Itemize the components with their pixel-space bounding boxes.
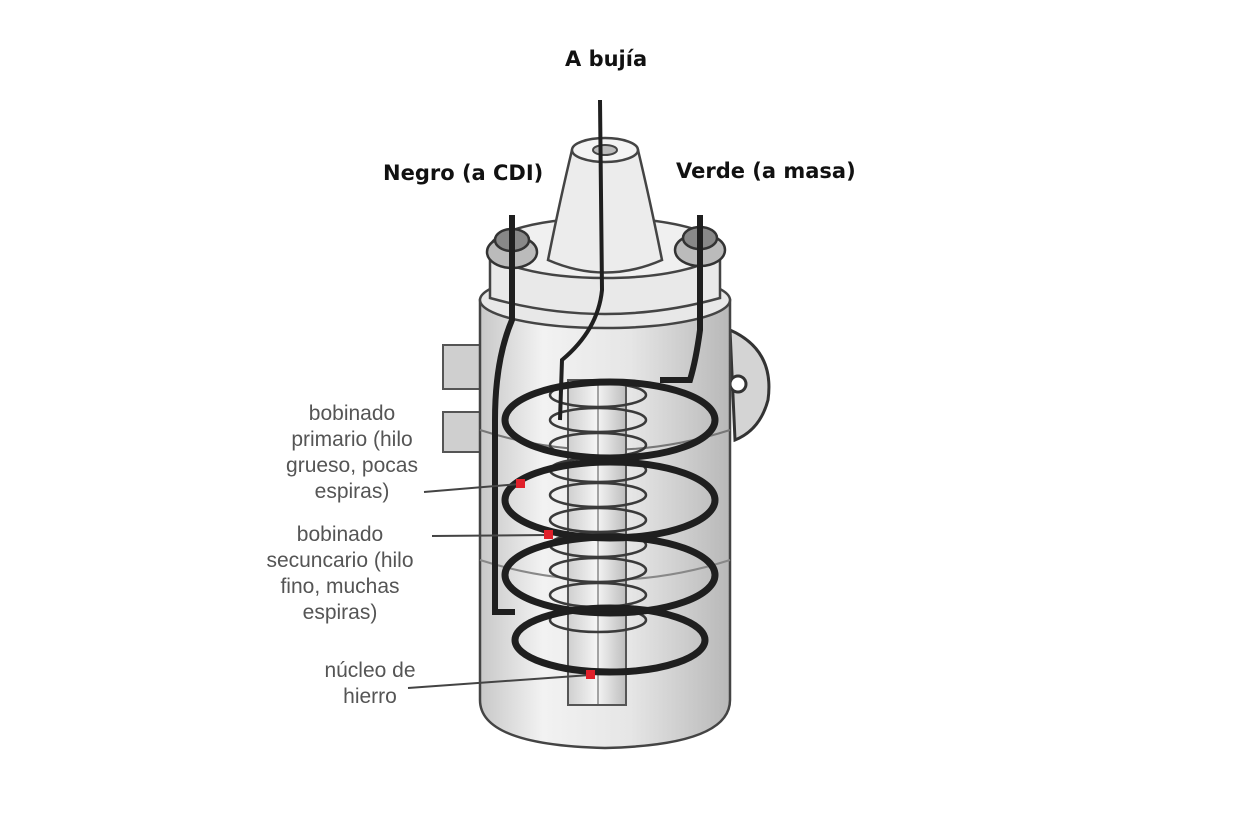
label-secondary-line-4: espiras): [302, 601, 378, 624]
marker-secondary: [544, 530, 553, 539]
leader-core: [407, 674, 591, 689]
label-secondary-line-3: fino, muchas: [280, 575, 400, 598]
label-spark-plug: A bujía: [565, 47, 648, 71]
markers: [516, 479, 595, 679]
mounting-bracket-left: [442, 344, 482, 453]
wire-black-to-cdi: [492, 215, 515, 615]
label-green-wire: Verde (a masa): [676, 159, 856, 183]
label-secondary-line-1: bobinado: [296, 523, 384, 546]
wire-green-to-ground: [660, 215, 703, 383]
label-secondary-line-2: secuncario (hilo: [266, 549, 414, 572]
high-voltage-tower: [546, 136, 664, 274]
label-primary-line-1: bobinado: [308, 402, 396, 425]
leader-lines: [407, 483, 591, 689]
label-core-line-1: núcleo de: [324, 659, 416, 682]
label-core-line-2: hierro: [343, 685, 397, 708]
label-primary-line-2: primario (hilo: [291, 428, 413, 451]
label-black-wire: Negro (a CDI): [383, 161, 544, 185]
primary-winding: [501, 378, 719, 676]
label-primary-line-3: grueso, pocas: [286, 454, 418, 477]
marker-primary: [516, 479, 525, 488]
leader-secondary: [431, 534, 549, 537]
label-secondary-winding: bobinado secuncario (hilo fino, muchas e…: [250, 522, 430, 626]
label-primary-line-4: espiras): [314, 480, 390, 503]
leader-primary: [423, 483, 521, 493]
wire-to-spark-plug: [558, 99, 605, 421]
label-iron-core: núcleo de hierro: [300, 658, 440, 710]
marker-core: [586, 670, 595, 679]
iron-core: [567, 379, 627, 706]
label-primary-winding: bobinado primario (hilo grueso, pocas es…: [262, 401, 442, 505]
mounting-bracket-right: [728, 327, 771, 443]
